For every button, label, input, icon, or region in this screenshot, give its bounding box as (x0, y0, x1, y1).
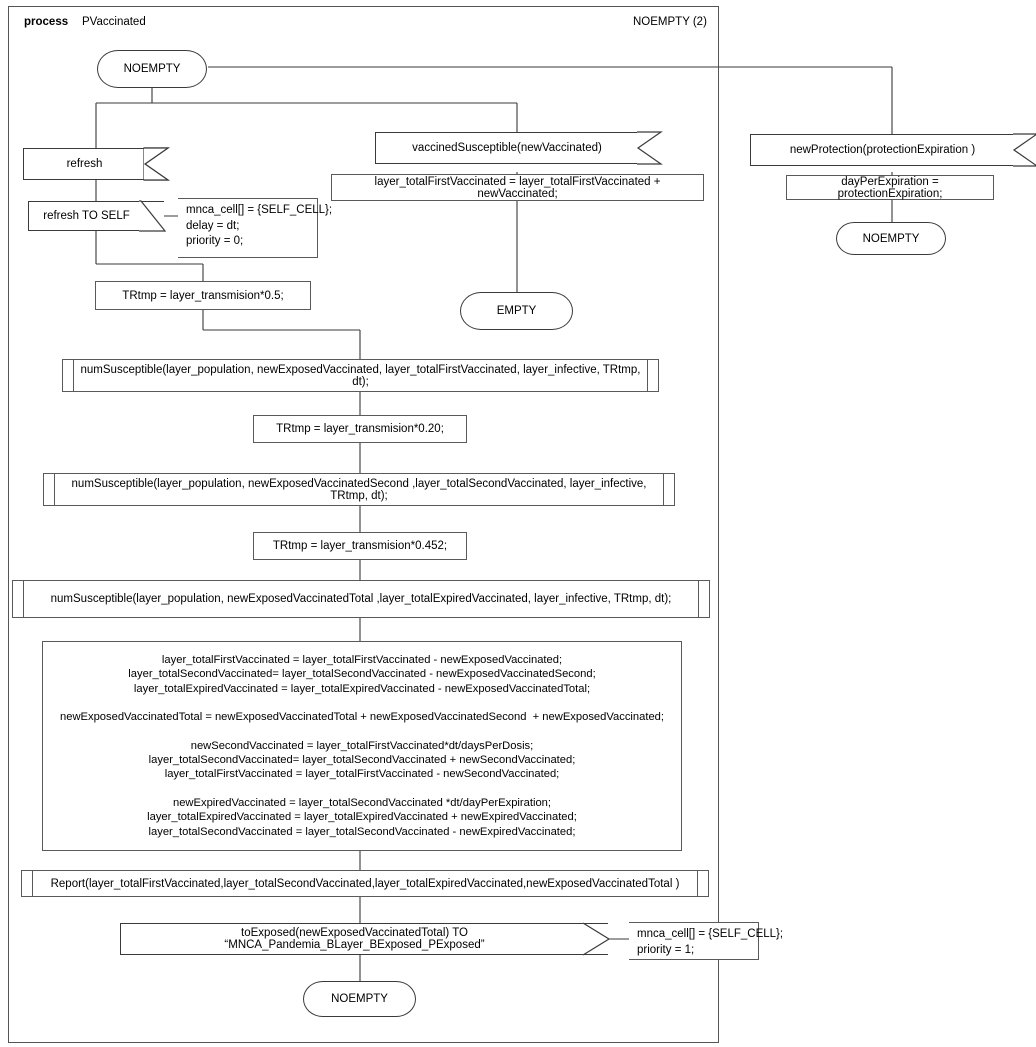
task-label: TRtmp = layer_transmision*0.20; (276, 423, 444, 435)
task-label: dayPerExpiration = protectionExpiration; (837, 175, 943, 200)
state-label: EMPTY (496, 305, 537, 317)
output-arrow-icon (139, 200, 167, 232)
state-noempty-start[interactable]: NOEMPTY (97, 50, 207, 88)
task-trtmp-half[interactable]: TRtmp = layer_transmision*0.5; (95, 281, 311, 310)
input-signal-vaccined-susceptible[interactable]: vaccinedSusceptible(newVaccinated) (375, 131, 663, 165)
input-signal-label: vaccinedSusceptible(newVaccinated) (412, 142, 602, 154)
input-signal-new-protection[interactable]: newProtection(protectionExpiration ) (750, 133, 1036, 167)
output-signal-label: refresh TO SELF (43, 210, 130, 222)
page-label: NOEMPTY (2) (633, 16, 707, 28)
state-label: NOEMPTY (331, 993, 388, 1005)
output-arrow-icon (582, 922, 611, 956)
state-noempty-right[interactable]: NOEMPTY (836, 222, 946, 255)
procedure-call-num-susceptible-3[interactable]: numSusceptible(layer_population, newExpo… (12, 579, 710, 619)
input-signal-label: refresh (66, 158, 103, 170)
task-label: TRtmp = layer_transmision*0.452; (272, 540, 448, 552)
input-signal-label: newProtection(protectionExpiration ) (789, 144, 976, 156)
state-empty[interactable]: EMPTY (460, 292, 573, 330)
procedure-call-num-susceptible-2[interactable]: numSusceptible(layer_population, newExpo… (43, 472, 675, 507)
task-label: layer_totalFirstVaccinated = layer_total… (374, 175, 661, 200)
state-noempty-end[interactable]: NOEMPTY (303, 981, 416, 1017)
output-signal-to-exposed[interactable]: toExposed(newExposedVaccinatedTotal) TO … (120, 922, 611, 956)
procedure-label: numSusceptible(layer_population, newExpo… (80, 363, 641, 388)
process-name: PVaccinated (82, 16, 146, 28)
procedure-label: numSusceptible(layer_population, newExpo… (50, 593, 672, 605)
task-label: TRtmp = layer_transmision*0.5; (122, 289, 284, 302)
comment-to-exposed-settings: mnca_cell[] = {SELF_CELL}; priority = 1; (629, 922, 783, 960)
task-total-first-vaccinated[interactable]: layer_totalFirstVaccinated = layer_total… (331, 174, 704, 201)
procedure-label: numSusceptible(layer_population, newExpo… (71, 477, 647, 502)
comment-refresh-settings: mnca_cell[] = {SELF_CELL}; delay = dt; p… (178, 198, 332, 258)
input-signal-refresh[interactable]: refresh (23, 147, 170, 181)
task-day-per-expiration[interactable]: dayPerExpiration = protectionExpiration; (786, 175, 994, 200)
procedure-call-report[interactable]: Report(layer_totalFirstVaccinated,layer_… (21, 869, 709, 898)
input-notch-icon (143, 147, 170, 181)
output-signal-refresh-to-self[interactable]: refresh TO SELF (28, 200, 167, 232)
process-keyword: process (24, 16, 69, 28)
task-trtmp-0452[interactable]: TRtmp = layer_transmision*0.452; (253, 532, 467, 560)
state-label: NOEMPTY (862, 232, 920, 245)
input-notch-icon (1012, 133, 1036, 167)
input-notch-icon (636, 131, 663, 165)
procedure-label: Report(layer_totalFirstVaccinated,layer_… (50, 877, 680, 890)
procedure-call-num-susceptible-1[interactable]: numSusceptible(layer_population, newExpo… (62, 358, 659, 393)
task-vaccination-dynamics[interactable]: layer_totalFirstVaccinated = layer_total… (42, 641, 682, 851)
output-signal-label: toExposed(newExposedVaccinatedTotal) TO … (224, 927, 485, 951)
task-trtmp-020[interactable]: TRtmp = layer_transmision*0.20; (253, 415, 467, 443)
state-label: NOEMPTY (123, 63, 181, 75)
